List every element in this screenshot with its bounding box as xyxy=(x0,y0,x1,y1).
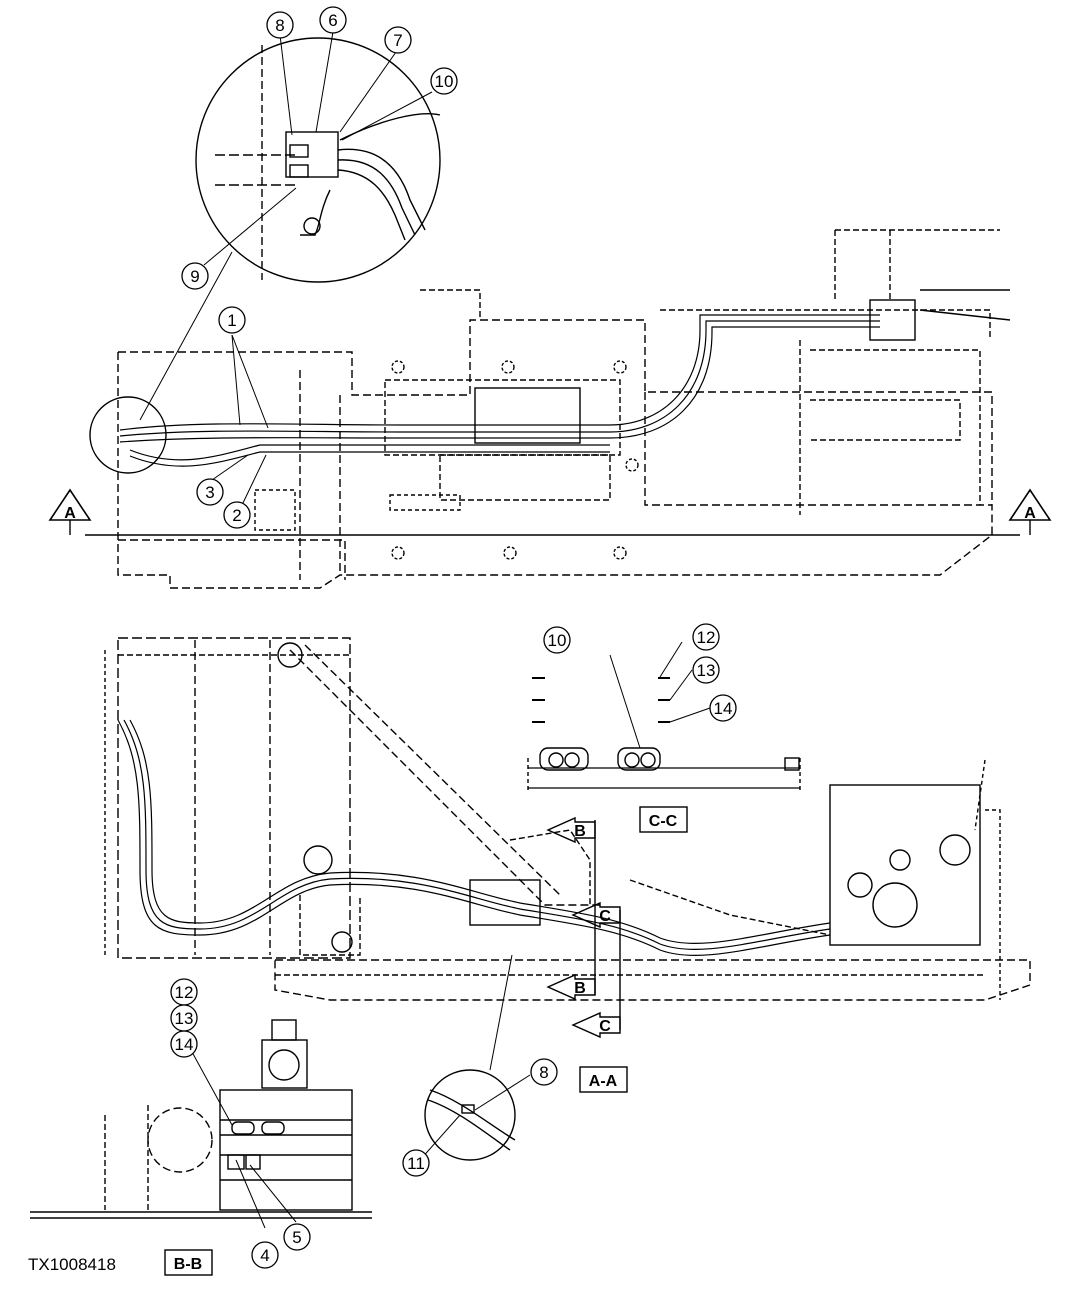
section-c-c-view xyxy=(527,677,801,790)
detail-circle-bottom xyxy=(424,954,516,1161)
callout-6: 6 xyxy=(319,6,347,34)
side-view-a-a xyxy=(104,637,1031,1001)
callout-8-top: 8 xyxy=(266,11,294,39)
figure-id: TX1008418 xyxy=(28,1255,116,1274)
detail-circle-top xyxy=(89,37,441,474)
callout-8-bottom: 8 xyxy=(530,1058,558,1086)
section-line-b-c xyxy=(594,820,621,1030)
top-plan-view xyxy=(85,229,1020,589)
section-label-b-b: B-B xyxy=(164,1249,213,1276)
svg-text:2: 2 xyxy=(232,506,241,525)
callout-balloons: 8 6 7 10 9 1 3 2 10 12 13 14 12 13 14 8 … xyxy=(170,6,737,1269)
svg-text:1: 1 xyxy=(227,311,236,330)
callout-3: 3 xyxy=(196,478,224,506)
section-arrow-c-lower xyxy=(571,1011,621,1039)
svg-text:14: 14 xyxy=(714,699,733,718)
svg-text:5: 5 xyxy=(292,1228,301,1247)
svg-text:11: 11 xyxy=(407,1154,425,1173)
section-label-a-a: A-A xyxy=(579,1066,628,1093)
svg-text:13: 13 xyxy=(175,1009,194,1028)
svg-text:6: 6 xyxy=(328,11,337,30)
section-arrow-b-lower xyxy=(546,973,596,1001)
svg-text:3: 3 xyxy=(205,483,214,502)
svg-text:10: 10 xyxy=(548,631,567,650)
arrow-letter-b-upper: B xyxy=(574,823,586,840)
callout-12-cc: 12 xyxy=(692,623,720,651)
section-arrow-a-right xyxy=(1008,488,1052,535)
svg-text:A-A: A-A xyxy=(589,1073,618,1090)
arrow-letter-b-lower: B xyxy=(574,980,586,997)
svg-text:12: 12 xyxy=(175,983,194,1002)
callout-5: 5 xyxy=(283,1223,311,1251)
section-arrow-c-upper xyxy=(571,901,621,929)
callout-12-bb: 12 xyxy=(170,978,198,1006)
arrow-letter-c-upper: C xyxy=(599,908,611,925)
callout-13-bb: 13 xyxy=(170,1004,198,1032)
callout-13-cc: 13 xyxy=(692,656,720,684)
svg-text:13: 13 xyxy=(697,661,716,680)
svg-text:9: 9 xyxy=(190,267,199,286)
arrow-letter-a-right: A xyxy=(1024,505,1036,522)
callout-11: 11 xyxy=(402,1149,430,1177)
svg-text:12: 12 xyxy=(697,628,716,647)
section-arrow-a-left xyxy=(48,488,92,535)
callout-leaders xyxy=(191,31,711,1229)
svg-text:7: 7 xyxy=(393,31,402,50)
arrow-letter-a-left: A xyxy=(64,505,76,522)
svg-text:4: 4 xyxy=(260,1246,269,1265)
svg-text:10: 10 xyxy=(435,72,454,91)
callout-14-bb: 14 xyxy=(170,1030,198,1058)
callout-2: 2 xyxy=(223,501,251,529)
svg-text:C-C: C-C xyxy=(649,813,678,830)
svg-text:8: 8 xyxy=(539,1063,548,1082)
svg-text:14: 14 xyxy=(175,1035,194,1054)
arrow-letter-c-lower: C xyxy=(599,1018,611,1035)
svg-text:B-B: B-B xyxy=(174,1256,202,1273)
section-b-b-view xyxy=(30,1019,372,1219)
callout-7: 7 xyxy=(384,26,412,54)
svg-text:8: 8 xyxy=(275,16,284,35)
callout-10-cc: 10 xyxy=(543,626,571,654)
section-arrow-b-upper xyxy=(546,816,596,844)
callout-14-cc: 14 xyxy=(709,694,737,722)
callout-9: 9 xyxy=(181,262,209,290)
callout-10-top: 10 xyxy=(430,67,458,95)
callout-1: 1 xyxy=(218,306,246,334)
callout-4: 4 xyxy=(251,1241,279,1269)
section-label-c-c: C-C xyxy=(639,806,688,833)
section-arrow-letters: A A B C B C xyxy=(64,505,1036,1035)
